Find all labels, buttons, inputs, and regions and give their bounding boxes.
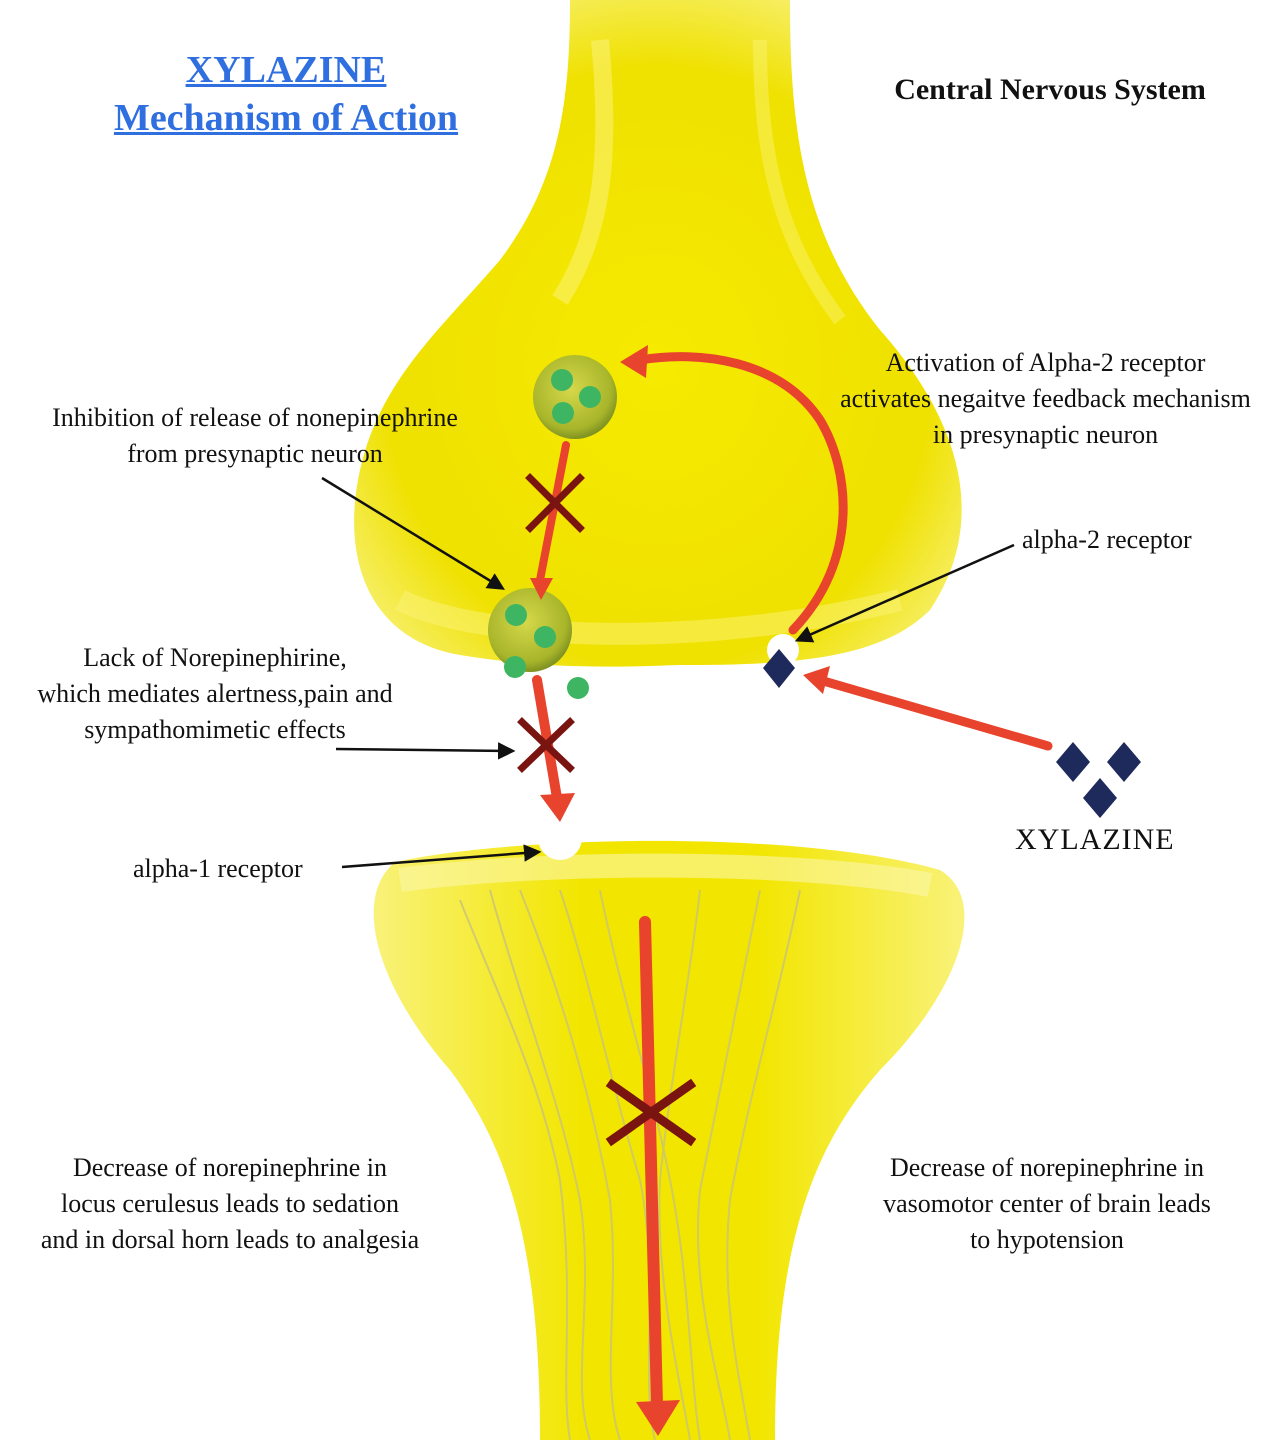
vesicle-icon	[488, 588, 572, 672]
alpha1-label: alpha-1 receptor	[133, 851, 303, 887]
decrease-right-label: Decrease of norepinephrine in vasomotor …	[855, 1150, 1239, 1258]
norepinephrine-dot-icon	[504, 656, 526, 678]
lack-label: Lack of Norepinephirine, which mediates …	[8, 640, 422, 748]
page-title[interactable]: XYLAZINE Mechanism of Action	[86, 46, 486, 142]
title-line-1[interactable]: XYLAZINE	[86, 46, 486, 94]
title-line-2[interactable]: Mechanism of Action	[86, 94, 486, 142]
lack-line: sympathomimetic effects	[8, 712, 422, 748]
lack-line: Lack of Norepinephirine,	[8, 640, 422, 676]
decrease-right-line: vasomotor center of brain leads	[855, 1186, 1239, 1222]
xylazine-diamond-icon	[1083, 778, 1117, 818]
xylazine-diamond-icon	[1107, 742, 1141, 782]
xylazine-label: XYLAZINE	[1015, 820, 1175, 860]
vesicle-icon	[533, 355, 617, 439]
decrease-left-line: and in dorsal horn leads to analgesia	[10, 1222, 450, 1258]
activation-label: Activation of Alpha-2 receptor activates…	[808, 345, 1283, 453]
decrease-right-line: Decrease of norepinephrine in	[855, 1150, 1239, 1186]
alpha1-receptor-site	[538, 816, 582, 860]
lack-line: which mediates alertness,pain and	[8, 676, 422, 712]
activation-line: activates negaitve feedback mechanism	[808, 381, 1283, 417]
norepinephrine-dot-icon	[567, 677, 589, 699]
activation-line: Activation of Alpha-2 receptor	[808, 345, 1283, 381]
xylazine-diamond-icon	[1056, 742, 1090, 782]
decrease-left-line: Decrease of norepinephrine in	[10, 1150, 450, 1186]
inhibition-line: Inhibition of release of nonepinephrine	[20, 400, 490, 436]
pointer-lack	[336, 749, 512, 751]
activation-line: in presynaptic neuron	[808, 417, 1283, 453]
postsynaptic-neuron	[374, 841, 965, 1440]
decrease-left-label: Decrease of norepinephrine in locus ceru…	[10, 1150, 450, 1258]
system-label: Central Nervous System	[860, 70, 1240, 110]
xylazine-arrow	[820, 680, 1048, 746]
alpha2-label: alpha-2 receptor	[1022, 522, 1192, 558]
decrease-left-line: locus cerulesus leads to sedation	[10, 1186, 450, 1222]
inhibition-label: Inhibition of release of nonepinephrine …	[20, 400, 490, 472]
inhibition-line: from presynaptic neuron	[20, 436, 490, 472]
decrease-right-line: to hypotension	[855, 1222, 1239, 1258]
